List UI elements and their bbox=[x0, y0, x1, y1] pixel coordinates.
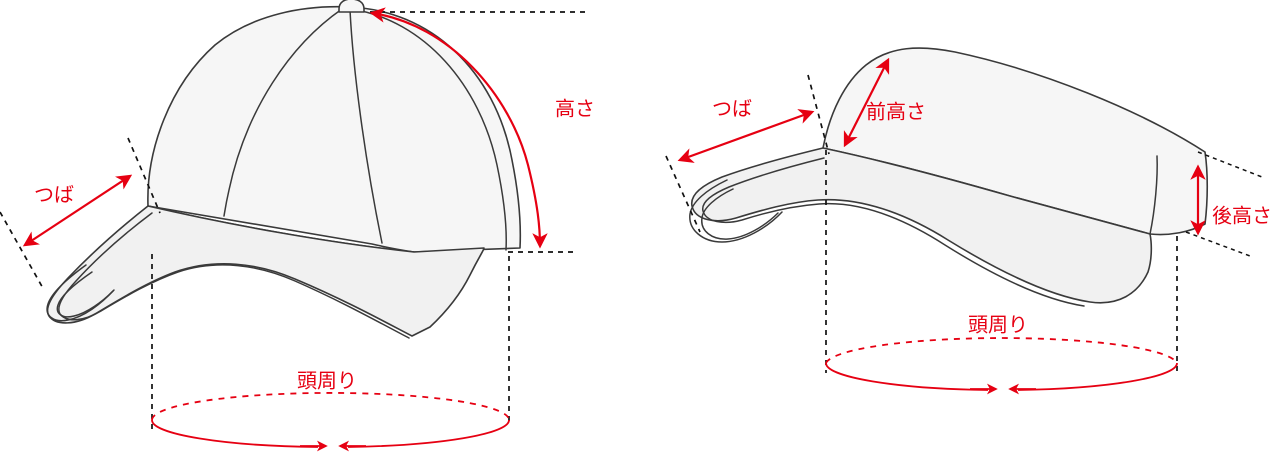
visor-brim-shape bbox=[691, 147, 1153, 304]
visor-front-height-dimension-arrow bbox=[843, 57, 890, 148]
visor-band-seam bbox=[1149, 155, 1158, 235]
visor-back-guide-upper bbox=[1197, 151, 1263, 178]
visor-brim-guide-front bbox=[807, 74, 830, 155]
visor-brim-welt bbox=[702, 157, 1085, 307]
visor-front-height-label: 前高さ bbox=[866, 100, 926, 124]
visor-head-ellipse-top bbox=[825, 337, 1178, 364]
visor-brim-label: つば bbox=[712, 97, 752, 121]
visor-head-ellipse-bottom-right bbox=[1017, 362, 1178, 391]
cap-brim-dimension-arrow bbox=[22, 174, 133, 247]
visor-back-height-label: 後高さ bbox=[1212, 204, 1272, 228]
cap-height-label: 高さ bbox=[555, 97, 595, 121]
visor-head-ellipse-bottom bbox=[825, 362, 989, 391]
cap-head-ellipse-bottom-right bbox=[347, 419, 510, 448]
cap-head-label: 頭周り bbox=[297, 369, 357, 393]
cap-bill-shape bbox=[46, 205, 485, 337]
cap-diagram-group: 高さ つば 頭周り bbox=[0, 0, 595, 452]
visor-brim-roll-outer bbox=[689, 179, 783, 243]
cap-bill-roll bbox=[46, 264, 115, 322]
cap-head-ellipse-bottom bbox=[151, 419, 319, 448]
cap-height-dimension-arrow bbox=[369, 7, 548, 249]
cap-brim-label: つば bbox=[34, 183, 74, 207]
cap-top-button bbox=[338, 0, 365, 13]
cap-brim-guide-lower bbox=[0, 211, 45, 291]
cap-head-ellipse-top bbox=[151, 392, 510, 421]
visor-brim-dimension-arrow bbox=[677, 109, 815, 163]
visor-brim-roll-inner bbox=[701, 188, 779, 240]
visor-diagram-group: つば 前高さ 後高さ 頭周り bbox=[665, 47, 1272, 395]
visor-brim-guide-tip bbox=[665, 155, 701, 233]
cap-bill-roll-inner bbox=[56, 271, 114, 318]
cap-bill-welt bbox=[58, 212, 410, 339]
cap-seam-front-left bbox=[223, 8, 343, 217]
cap-crown-shape bbox=[147, 5, 522, 253]
visor-back-guide-lower bbox=[1185, 231, 1251, 257]
cap-brim-guide-upper bbox=[127, 137, 161, 214]
visor-head-label: 頭周り bbox=[968, 313, 1028, 337]
